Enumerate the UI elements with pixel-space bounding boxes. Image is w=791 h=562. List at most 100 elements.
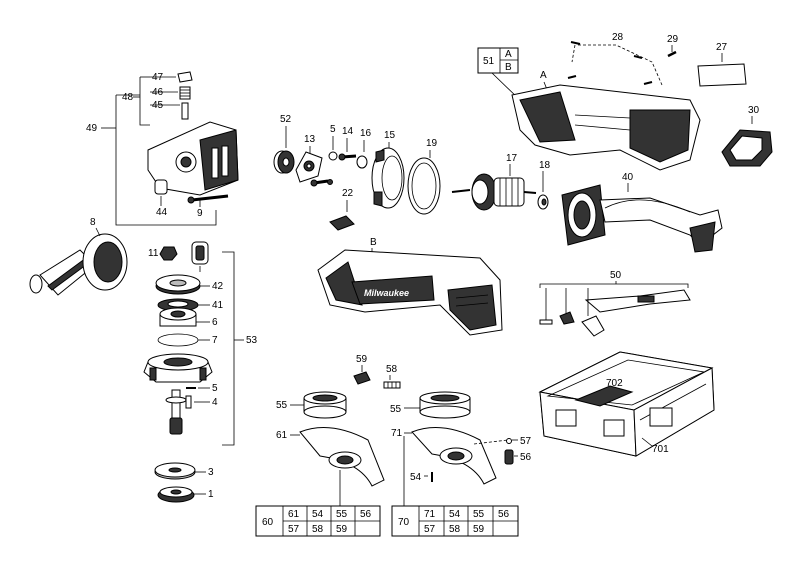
label-17: 17 (506, 153, 518, 164)
label-3: 3 (208, 467, 214, 478)
side-handle-8: 8 (29, 217, 128, 296)
bearing-housing (143, 353, 213, 383)
label-6: 6 (212, 317, 218, 328)
label-13: 13 (304, 134, 316, 145)
box51-number: 51 (483, 56, 495, 67)
collar-55-right (419, 391, 471, 419)
label-8: 8 (90, 217, 96, 228)
label-50: 50 (610, 270, 622, 281)
table60-r1c2: 54 (312, 509, 324, 520)
guard-61 (299, 427, 385, 487)
spindle (165, 389, 187, 435)
label-44: 44 (156, 207, 168, 218)
brand-logo-text: Milwaukee (364, 288, 409, 298)
screw-29: 29 (667, 34, 679, 58)
table-70: 70 71 54 55 56 57 58 59 (391, 505, 519, 537)
table70-r1c2: 54 (449, 509, 461, 520)
table60-group: 60 (262, 517, 274, 528)
gear-head-assembly: 47 48 46 45 49 44 9 (86, 71, 239, 226)
screws-lower (310, 179, 333, 187)
label-27: 27 (716, 42, 728, 53)
table60-r2c3: 59 (336, 524, 348, 535)
label-55-left: 55 (276, 400, 288, 411)
label-a: A (540, 70, 547, 81)
table60-r2c2: 58 (312, 524, 324, 535)
label-702: 702 (606, 378, 623, 389)
table60-r1c4: 56 (360, 509, 372, 520)
baffle-15 (371, 147, 405, 209)
spring-46 (179, 86, 191, 100)
spring-58 (383, 381, 401, 389)
label-49: 49 (86, 123, 98, 134)
table60-r2c1: 57 (288, 524, 300, 535)
table60-r1c3: 55 (336, 509, 348, 520)
label-29: 29 (667, 34, 679, 45)
table70-r1c1: 71 (424, 509, 436, 520)
label-57: 57 (520, 436, 532, 447)
label-15: 15 (384, 130, 396, 141)
label-54: 54 (410, 472, 422, 483)
flange-nut-1: 1 (157, 486, 214, 503)
screws-28: 28 (567, 32, 663, 86)
motor-small-parts: 52 13 5 14 16 15 (273, 114, 441, 231)
label-7: 7 (212, 335, 218, 346)
ball-57 (506, 438, 512, 444)
nameplate-27: 27 (697, 42, 747, 87)
label-4: 4 (212, 397, 218, 408)
guard-71 (411, 427, 497, 485)
pin-56 (504, 449, 514, 465)
label-41: 41 (212, 300, 224, 311)
table70-r1c3: 55 (473, 509, 485, 520)
label-5-lower: 5 (212, 383, 218, 394)
label-46: 46 (152, 87, 164, 98)
label-61: 61 (276, 430, 288, 441)
label-1: 1 (208, 489, 214, 500)
bearing-52 (273, 150, 295, 174)
label-52: 52 (280, 114, 292, 125)
pin-45 (181, 102, 189, 120)
label-30: 30 (748, 105, 760, 116)
label-19: 19 (426, 138, 438, 149)
switch-parts-50: 50 (539, 270, 691, 337)
label-701: 701 (652, 444, 669, 455)
clip-22 (329, 215, 355, 231)
housing-half-a: 51 A B A (477, 47, 701, 171)
table60-r1c1: 61 (288, 509, 300, 520)
label-47: 47 (152, 72, 164, 83)
label-11: 11 (148, 248, 159, 259)
label-b: B (370, 237, 377, 248)
table70-r1c4: 56 (498, 509, 510, 520)
ring-19 (407, 157, 441, 215)
label-28: 28 (612, 32, 624, 43)
label-58: 58 (386, 364, 398, 375)
washer-16 (356, 155, 368, 169)
label-53: 53 (246, 335, 258, 346)
carrying-case-701: 701 702 (538, 351, 715, 457)
guard-70-assembly: 55 71 57 56 54 (390, 391, 532, 537)
label-56: 56 (520, 452, 532, 463)
gear-42 (155, 274, 201, 295)
guard-60-assembly: 59 58 55 61 (255, 354, 401, 537)
cover-30: 30 (721, 105, 773, 167)
label-48: 48 (122, 92, 134, 103)
housing-half-b: B Milwaukee (317, 237, 503, 336)
washer-5 (328, 151, 338, 161)
label-16: 16 (360, 128, 372, 139)
table70-group: 70 (398, 517, 410, 528)
label-40: 40 (622, 172, 634, 183)
label-5-upper: 5 (330, 124, 336, 135)
screw-14 (338, 153, 357, 161)
nut-11 (159, 246, 178, 261)
armature-17: 17 18 (451, 153, 551, 211)
cap-47 (177, 71, 193, 83)
table70-r2c2: 58 (449, 524, 461, 535)
label-59: 59 (356, 354, 368, 365)
oring-7 (157, 333, 199, 347)
label-18: 18 (539, 160, 551, 171)
stator-switch-40: 40 (561, 172, 723, 253)
label-22: 22 (342, 188, 354, 199)
label-45: 45 (152, 100, 164, 111)
label-55-right: 55 (390, 404, 402, 415)
gear-case (147, 121, 239, 196)
